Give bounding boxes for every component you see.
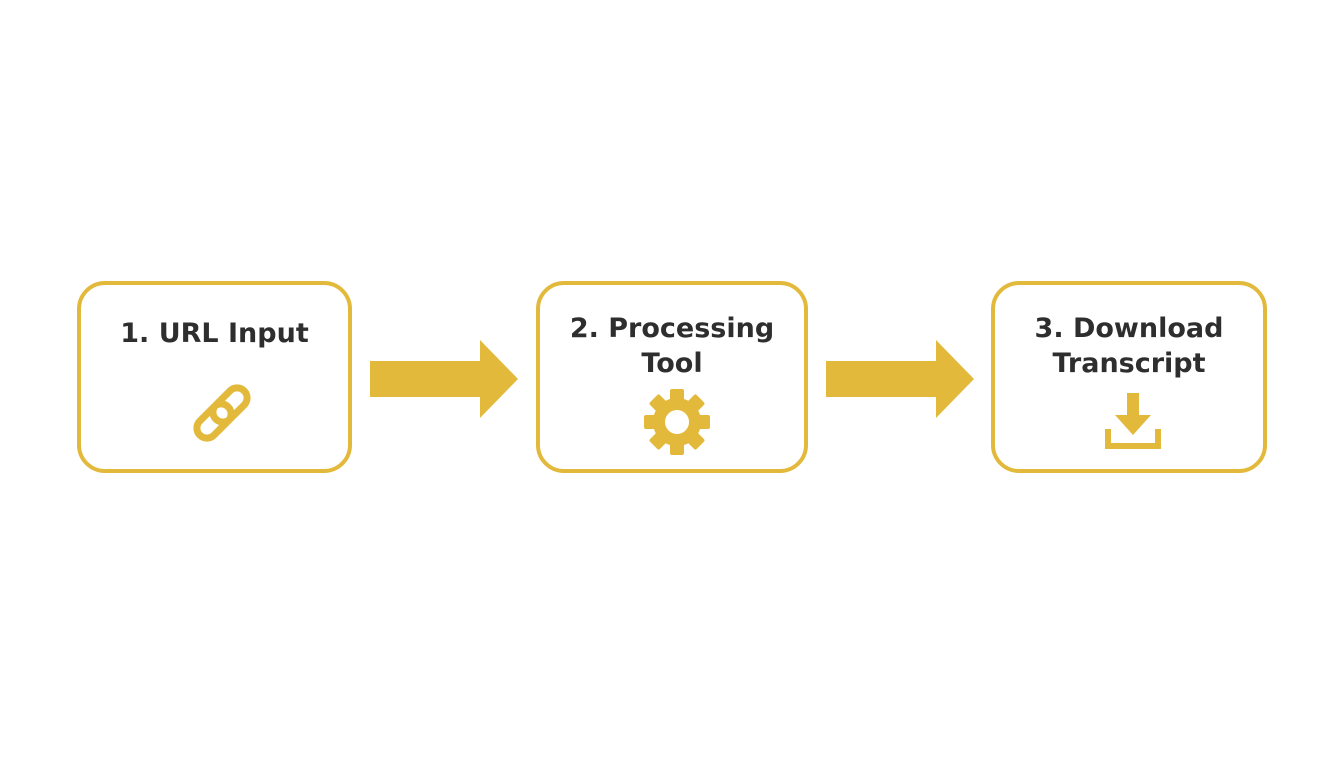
- arrow-right-icon: [826, 340, 974, 418]
- step-label-line: 2. Processing: [569, 313, 775, 344]
- step-processing-tool: 2. Processing Tool: [536, 281, 808, 473]
- download-icon: [1105, 393, 1161, 449]
- arrow-right-icon: [370, 340, 518, 418]
- step-label-line: 3. Download: [1034, 313, 1224, 344]
- step-label-line: Tool: [641, 348, 703, 379]
- step-label: 1. URL Input: [81, 316, 348, 351]
- step-label: 3. Download Transcript: [995, 311, 1263, 381]
- step-label-line: 1. URL Input: [120, 318, 309, 349]
- gear-icon: [644, 389, 710, 455]
- link-icon: [193, 384, 251, 442]
- step-label-line: Transcript: [1052, 348, 1206, 379]
- step-label: 2. Processing Tool: [540, 311, 804, 381]
- step-download-transcript: 3. Download Transcript: [991, 281, 1267, 473]
- step-url-input: 1. URL Input: [77, 281, 352, 473]
